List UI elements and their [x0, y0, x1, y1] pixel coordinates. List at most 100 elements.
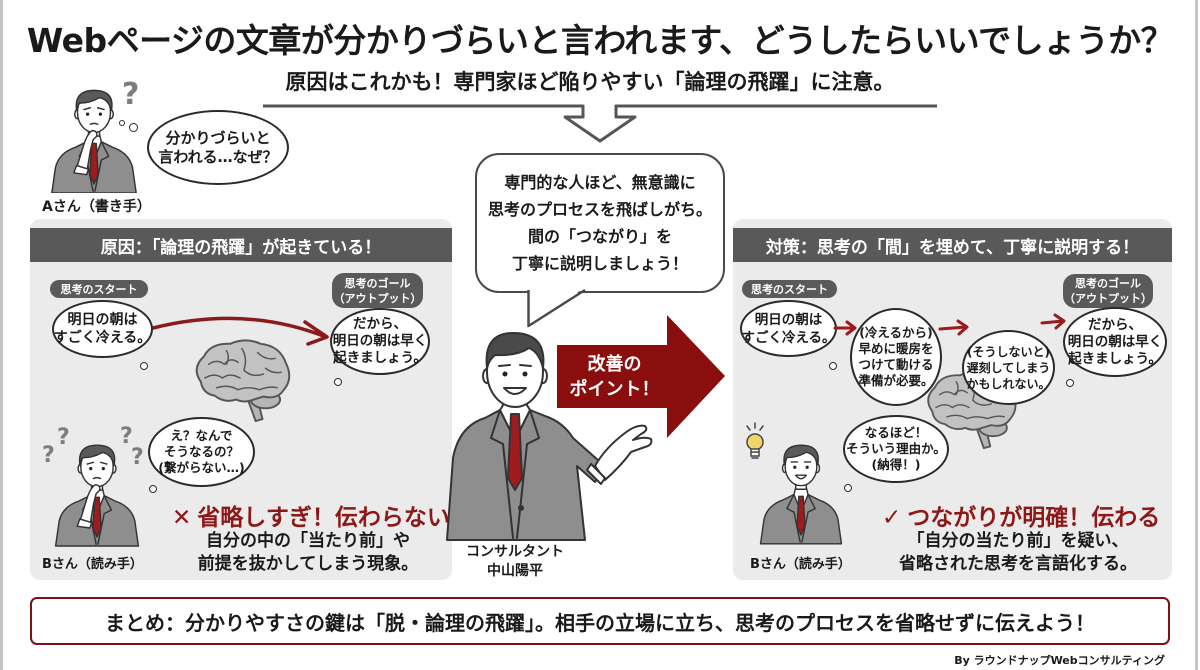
- step-bubble-3: (そうしないと) 遅刻してしまう かもしれない。: [962, 330, 1055, 405]
- step-bubble-2: (冷えるから) 早めに暖房を つけて動ける 準備が必要。: [850, 308, 942, 406]
- improvement-arrow-icon: [557, 315, 725, 438]
- thought-dot: [129, 123, 138, 132]
- thought-line: つけて動ける: [858, 357, 934, 372]
- goal-thought-bubble: だから、 明日の朝は早く 起きましょう。: [330, 308, 430, 375]
- explanation-line: 自分の中の「当たり前」や: [206, 531, 410, 551]
- confused-reader-figure-icon: [52, 433, 142, 551]
- writer-label: Aさん（書き手）: [42, 199, 151, 215]
- speech-line: 専門的な人ほど、無意識に: [504, 173, 696, 192]
- thought-line: かもしれない。: [966, 376, 1051, 391]
- thought-dot: [844, 484, 852, 492]
- solution-verdict: ✓つながりが明確！伝わる: [882, 498, 1160, 532]
- solution-panel-header: 対策：思考の「間」を埋めて、丁寧に説明する！: [733, 228, 1172, 262]
- thought-dot: [334, 378, 342, 386]
- confused-reader-thought-bubble: え？なんで そうなるの？ (繋がらない…): [148, 417, 255, 487]
- thought-line: 明日の朝は早く: [1067, 333, 1163, 350]
- thought-line: 明日の朝は: [67, 312, 138, 328]
- question-mark-icon: ?: [57, 425, 70, 450]
- solution-panel: 対策：思考の「間」を埋めて、丁寧に説明する！ 思考のスタート 明日の朝は すごく…: [733, 219, 1172, 580]
- thought-line: 分かりづらいと: [165, 128, 271, 147]
- thought-line: すごく冷える。: [53, 330, 152, 346]
- speech-line: 思考のプロセスを飛ばしがち。: [487, 200, 712, 219]
- step-bubble-4-goal: だから、 明日の朝は早く 起きましょう。: [1063, 307, 1167, 377]
- thought-line: 遅刻してしまう: [966, 360, 1051, 375]
- thought-line: 明日の朝は早く: [332, 333, 428, 349]
- explanation-line: 省略された思考を言語化する。: [899, 554, 1137, 574]
- thought-dot: [119, 120, 125, 126]
- tag-line: （アウトプット）: [1064, 292, 1152, 305]
- explanation-line: 「自分の当たり前」を疑い、: [907, 531, 1129, 551]
- thought-line: だから、: [353, 316, 407, 332]
- thought-line: すごく冷える。: [741, 329, 836, 346]
- summary-box: まとめ：分かりやすさの鍵は「脱・論理の飛躍」。相手の立場に立ち、思考のプロセスを…: [30, 597, 1170, 645]
- arrow-line: ポイント！: [569, 378, 660, 400]
- thought-line: (そうしないと): [967, 344, 1050, 359]
- thought-dot: [829, 362, 837, 370]
- frame-right-border: [1195, 0, 1198, 670]
- thought-line: (繋がらない…): [158, 460, 245, 475]
- question-mark-icon: ?: [122, 77, 140, 112]
- bracket-down-arrow-icon: [263, 104, 937, 143]
- right-arrow-icon: [938, 325, 968, 331]
- thought-dot: [140, 362, 148, 370]
- tag-line: （アウトプット）: [333, 291, 422, 305]
- checkmark-icon: ✓: [882, 505, 902, 531]
- lightbulb-icon: [746, 422, 764, 459]
- reader-label: Bさん（読み手）: [42, 557, 143, 572]
- thought-dot: [149, 485, 157, 493]
- convinced-reader-figure-icon: [757, 431, 845, 551]
- thought-line: 早めに暖房を: [858, 341, 934, 356]
- start-thought-bubble: 明日の朝は すごく冷える。: [52, 300, 153, 358]
- improvement-point-label: 改善の ポイント！: [557, 345, 672, 408]
- consultant-label: コンサルタント 中山陽平: [445, 543, 585, 581]
- consultant-name: 中山陽平: [487, 563, 543, 579]
- question-mark-icon: ?: [120, 424, 133, 449]
- thought-start-tag: 思考のスタート: [50, 280, 148, 298]
- question-mark-icon: ?: [131, 445, 144, 470]
- writer-thought-bubble: 分かりづらいと 言われる…なぜ？: [147, 110, 289, 185]
- page-title: Webページの文章が分かりづらいと言われます、どうしたらいいでしょうか？: [26, 21, 1174, 60]
- reader-label: Bさん（読み手）: [750, 557, 851, 572]
- speech-line: 間の「つながり」を: [527, 227, 672, 246]
- cross-icon: ✕: [172, 505, 192, 531]
- cause-verdict-text: 省略しすぎ！伝わらない: [197, 505, 450, 531]
- thought-goal-tag: 思考のゴール （アウトプット）: [1063, 274, 1153, 308]
- tag-line: 思考のゴール: [1075, 277, 1141, 290]
- step-arrows: [833, 313, 1066, 336]
- tag-line: 思考のゴール: [344, 276, 411, 290]
- frame-left-border: [0, 0, 3, 670]
- step-bubble-1: 明日の朝は すごく冷える。: [740, 300, 837, 357]
- consultant-speech-bubble: 専門的な人ほど、無意識に 思考のプロセスを飛ばしがち。 間の「つながり」を 丁寧…: [475, 153, 725, 293]
- logic-leap-arrow-icon: [151, 316, 329, 346]
- solution-verdict-text: つながりが明確！伝わる: [907, 505, 1161, 531]
- summary-text: まとめ：分かりやすさの鍵は「脱・論理の飛躍」。相手の立場に立ち、思考のプロセスを…: [105, 610, 1095, 635]
- question-mark-icon: ?: [42, 443, 55, 468]
- speech-line: 丁寧に説明しましょう！: [511, 254, 688, 273]
- cause-panel-header: 原因：「論理の飛躍」が起きている！: [30, 228, 452, 262]
- explanation-line: 前提を抜かしてしまう現象。: [197, 554, 419, 574]
- cause-verdict: ✕省略しすぎ！伝わらない: [172, 498, 450, 532]
- arrow-line: 改善の: [587, 353, 642, 375]
- thought-line: え？なんで: [170, 428, 233, 443]
- solution-explanation: 「自分の当たり前」を疑い、 省略された思考を言語化する。: [878, 530, 1158, 576]
- credit-text: By ラウンドナップWebコンサルティング: [954, 654, 1165, 667]
- thought-line: そういう理由か。: [846, 441, 946, 456]
- page-subtitle: 原因はこれかも！専門家ほど陥りやすい「論理の飛躍」に注意。: [285, 70, 895, 94]
- thought-line: そうなるの？: [163, 444, 239, 459]
- convinced-reader-thought-bubble: なるほど！ そういう理由か。 (納得！): [843, 415, 949, 483]
- thought-line: 準備が必要。: [858, 373, 934, 388]
- thought-line: 言われる…なぜ？: [158, 147, 278, 166]
- thought-line: だから、: [1088, 316, 1142, 333]
- thought-line: (冷えるから): [859, 325, 933, 340]
- speech-bubble-tail: [527, 287, 586, 328]
- thought-start-tag: 思考のスタート: [742, 280, 837, 298]
- thought-line: なるほど！: [864, 425, 928, 440]
- thought-line: 明日の朝は: [754, 311, 823, 328]
- right-arrow-icon: [1040, 319, 1065, 325]
- thought-line: 起きましょう。: [333, 350, 427, 366]
- cause-panel: 原因：「論理の飛躍」が起きている！ 思考のスタート 明日の朝は すごく冷える。 …: [30, 219, 452, 580]
- consultant-figure-icon: [446, 331, 653, 541]
- thought-line: (納得！): [871, 457, 921, 472]
- cause-explanation: 自分の中の「当たり前」や 前提を抜かしてしまう現象。: [168, 530, 448, 576]
